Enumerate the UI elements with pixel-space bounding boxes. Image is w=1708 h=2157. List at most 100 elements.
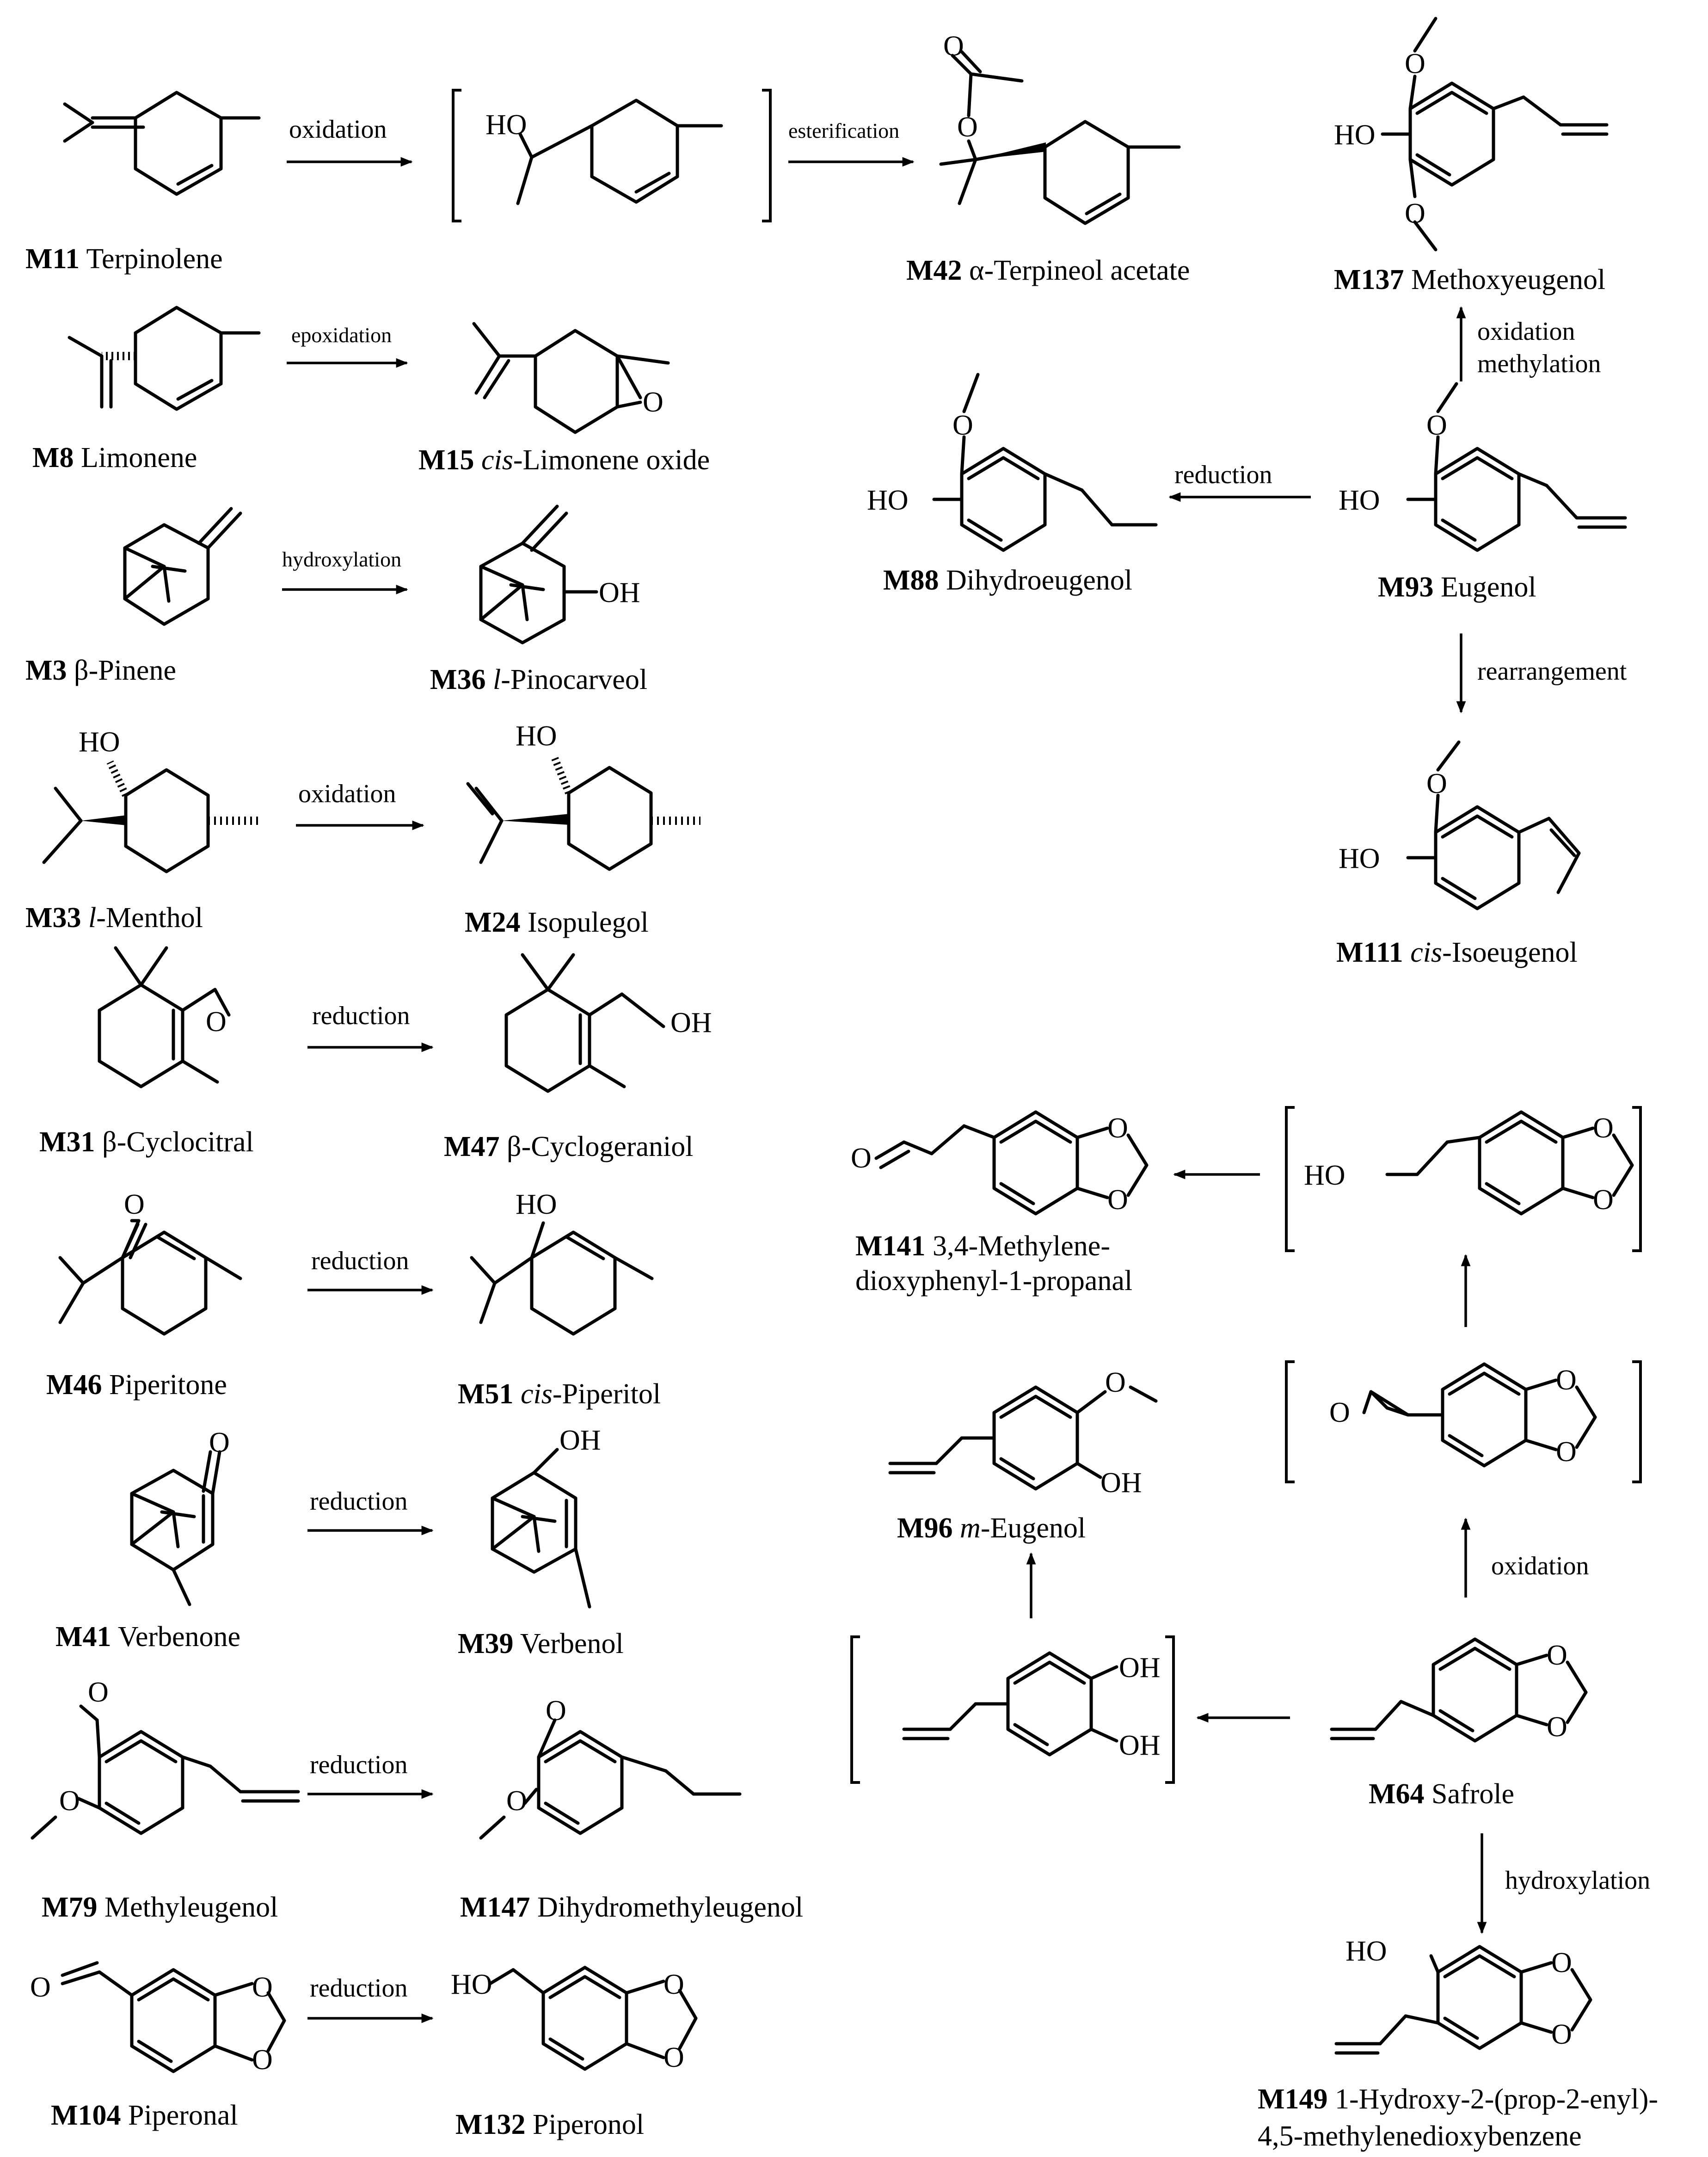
compound-label-m39: M39 Verbenol <box>458 1628 624 1659</box>
wedge-bond-m24 <box>502 814 570 825</box>
compound-label-m96: M96 m-Eugenol <box>897 1512 1086 1544</box>
atom-label-ho-m149: HO <box>1346 1936 1387 1967</box>
compound-label-m33: M33 l-Menthol <box>25 902 203 934</box>
atom-label-oh-m47: OH <box>670 1007 712 1039</box>
atom-label-o-m15: O <box>643 387 664 418</box>
atom-label-o-m79-left: O <box>59 1785 80 1817</box>
compound-label-m111: M111 cis-Isoeugenol <box>1336 937 1578 968</box>
wedge-bond-m33 <box>81 815 127 825</box>
structure-m104 <box>61 1961 286 2073</box>
atom-label-ho-m33: HO <box>79 726 120 758</box>
atom-label-ho-m51: HO <box>516 1189 557 1220</box>
atom-label-o-m64-bot: O <box>1547 1711 1567 1743</box>
atom-label-ho-m88: HO <box>867 485 909 516</box>
compound-label-m64: M64 Safrole <box>1369 1778 1514 1810</box>
reaction-label-rearrangement: rearrangement <box>1477 657 1627 686</box>
atom-label-o-int3-top: O <box>1556 1364 1577 1396</box>
structure-m33 <box>42 768 210 873</box>
compound-label-m141: M141 3,4-Methylene- <box>855 1230 1110 1262</box>
structure-m31 <box>98 946 231 1088</box>
atom-label-o-m104-top: O <box>252 1972 273 2003</box>
atom-label-o-m111: O <box>1426 768 1447 799</box>
atom-label-o-m46: O <box>124 1189 145 1220</box>
reaction-label-oxidation-2: oxidation <box>298 780 396 808</box>
atom-label-o-epoxide: O <box>1329 1397 1350 1428</box>
atom-label-o-m31: O <box>206 1006 227 1038</box>
compound-label-m47: M47 β-Cyclogeraniol <box>444 1131 693 1162</box>
reaction-label-hydroxylation-1: hydroxylation <box>282 547 401 571</box>
atom-label-o-m141-ald: O <box>851 1143 872 1174</box>
structure-m36 <box>479 504 598 645</box>
atom-label-oh-catechol-top: OH <box>1119 1652 1161 1684</box>
structure-catechol-intermediate <box>902 1651 1118 1757</box>
reaction-label-reduction-1: reduction <box>312 1002 410 1030</box>
atom-label-o-int2-bot: O <box>1593 1184 1614 1216</box>
structure-m132 <box>488 1966 698 2071</box>
atom-label-o-m132-bot: O <box>664 2042 684 2073</box>
atom-label-o-m104-ald: O <box>30 1972 51 2003</box>
hashed-bond-m33-oh <box>106 760 129 797</box>
compound-label-m46: M46 Piperitone <box>46 1369 227 1401</box>
structure-m42 <box>939 50 1181 225</box>
compound-label-m141-line2: dioxyphenyl-1-propanal <box>855 1265 1132 1297</box>
bracket-intermediate-2 <box>1285 1106 1642 1252</box>
atom-label-ho-m24: HO <box>516 720 557 752</box>
atom-label-o-m41: O <box>209 1427 230 1458</box>
atom-label-o-m42-carbonyl: O <box>943 31 964 62</box>
atom-label-o-m137-bot: O <box>1405 198 1425 229</box>
structure-m3 <box>123 507 242 626</box>
compound-label-m51: M51 cis-Piperitol <box>458 1378 661 1410</box>
compound-label-m93: M93 Eugenol <box>1378 572 1536 603</box>
structure-m41 <box>130 1450 221 1606</box>
structure-m46-carbonyl <box>121 1223 147 1260</box>
compound-label-m149: M149 1-Hydroxy-2-(prop-2-enyl)- <box>1258 2083 1658 2115</box>
reaction-label-epoxidation: epoxidation <box>291 323 392 347</box>
reaction-label-oxidation-4: oxidation <box>1491 1552 1589 1580</box>
atom-label-oh-catechol-bot: OH <box>1119 1730 1161 1761</box>
compound-label-m88: M88 Dihydroeugenol <box>883 565 1132 596</box>
atom-label-oh-m36: OH <box>599 577 640 608</box>
reaction-label-reduction-6: reduction <box>1174 461 1272 489</box>
bracket-intermediate-3 <box>1285 1360 1642 1483</box>
atom-label-o-m93: O <box>1426 410 1447 441</box>
reaction-label-hydroxylation-2: hydroxylation <box>1505 1866 1650 1895</box>
bracket-intermediate-4 <box>850 1635 1175 1784</box>
atom-label-o-int3-bot: O <box>1556 1436 1577 1468</box>
compound-label-m31: M31 β-Cyclocitral <box>39 1126 254 1158</box>
structure-m15 <box>472 322 670 434</box>
reaction-label-reduction-5: reduction <box>310 1974 407 2003</box>
compound-label-m15: M15 cis-Limonene oxide <box>418 444 710 476</box>
compound-label-m79: M79 Methyleugenol <box>42 1892 278 1923</box>
atom-label-o-m141-bot: O <box>1107 1184 1128 1216</box>
atom-label-o-m64-top: O <box>1547 1640 1567 1671</box>
atom-label-o-m147-left: O <box>506 1785 527 1817</box>
atom-label-ho-intermediate: HO <box>485 109 527 141</box>
structure-m8 <box>68 306 261 411</box>
atom-label-o-m88: O <box>952 410 973 441</box>
structure-m51 <box>470 1221 654 1336</box>
atom-label-o-m42-ester: O <box>957 111 978 143</box>
structure-m111 <box>1406 740 1581 910</box>
atom-label-o-m149-top: O <box>1551 1947 1572 1979</box>
compound-label-m132: M132 Piperonol <box>455 2109 644 2140</box>
compound-label-m41: M41 Verbenone <box>55 1621 240 1653</box>
compound-label-m42: M42 α-Terpineol acetate <box>906 255 1190 286</box>
compound-label-m104: M104 Piperonal <box>51 2100 238 2131</box>
structure-m147 <box>479 1718 742 1840</box>
reaction-label-oxidation-1: oxidation <box>289 115 387 144</box>
structure-m149 <box>1334 1945 1592 2055</box>
reaction-label-reduction-2: reduction <box>311 1247 409 1275</box>
structure-propanol-intermediate <box>1385 1110 1634 1216</box>
compound-label-m137: M137 Methoxyeugenol <box>1334 264 1605 295</box>
structure-m39 <box>491 1448 591 1609</box>
bracket-intermediate-1 <box>452 89 772 222</box>
structure-m137 <box>1381 17 1609 252</box>
atom-label-o-m104-bot: O <box>252 2044 273 2076</box>
atom-label-o-m79-top: O <box>88 1677 109 1708</box>
structure-m79 <box>31 1704 300 1840</box>
structure-m47 <box>504 953 665 1093</box>
reaction-label-esterification: esterification <box>788 119 899 142</box>
atom-label-o-m137-top: O <box>1405 48 1425 80</box>
atom-label-ho-m111: HO <box>1339 843 1380 874</box>
